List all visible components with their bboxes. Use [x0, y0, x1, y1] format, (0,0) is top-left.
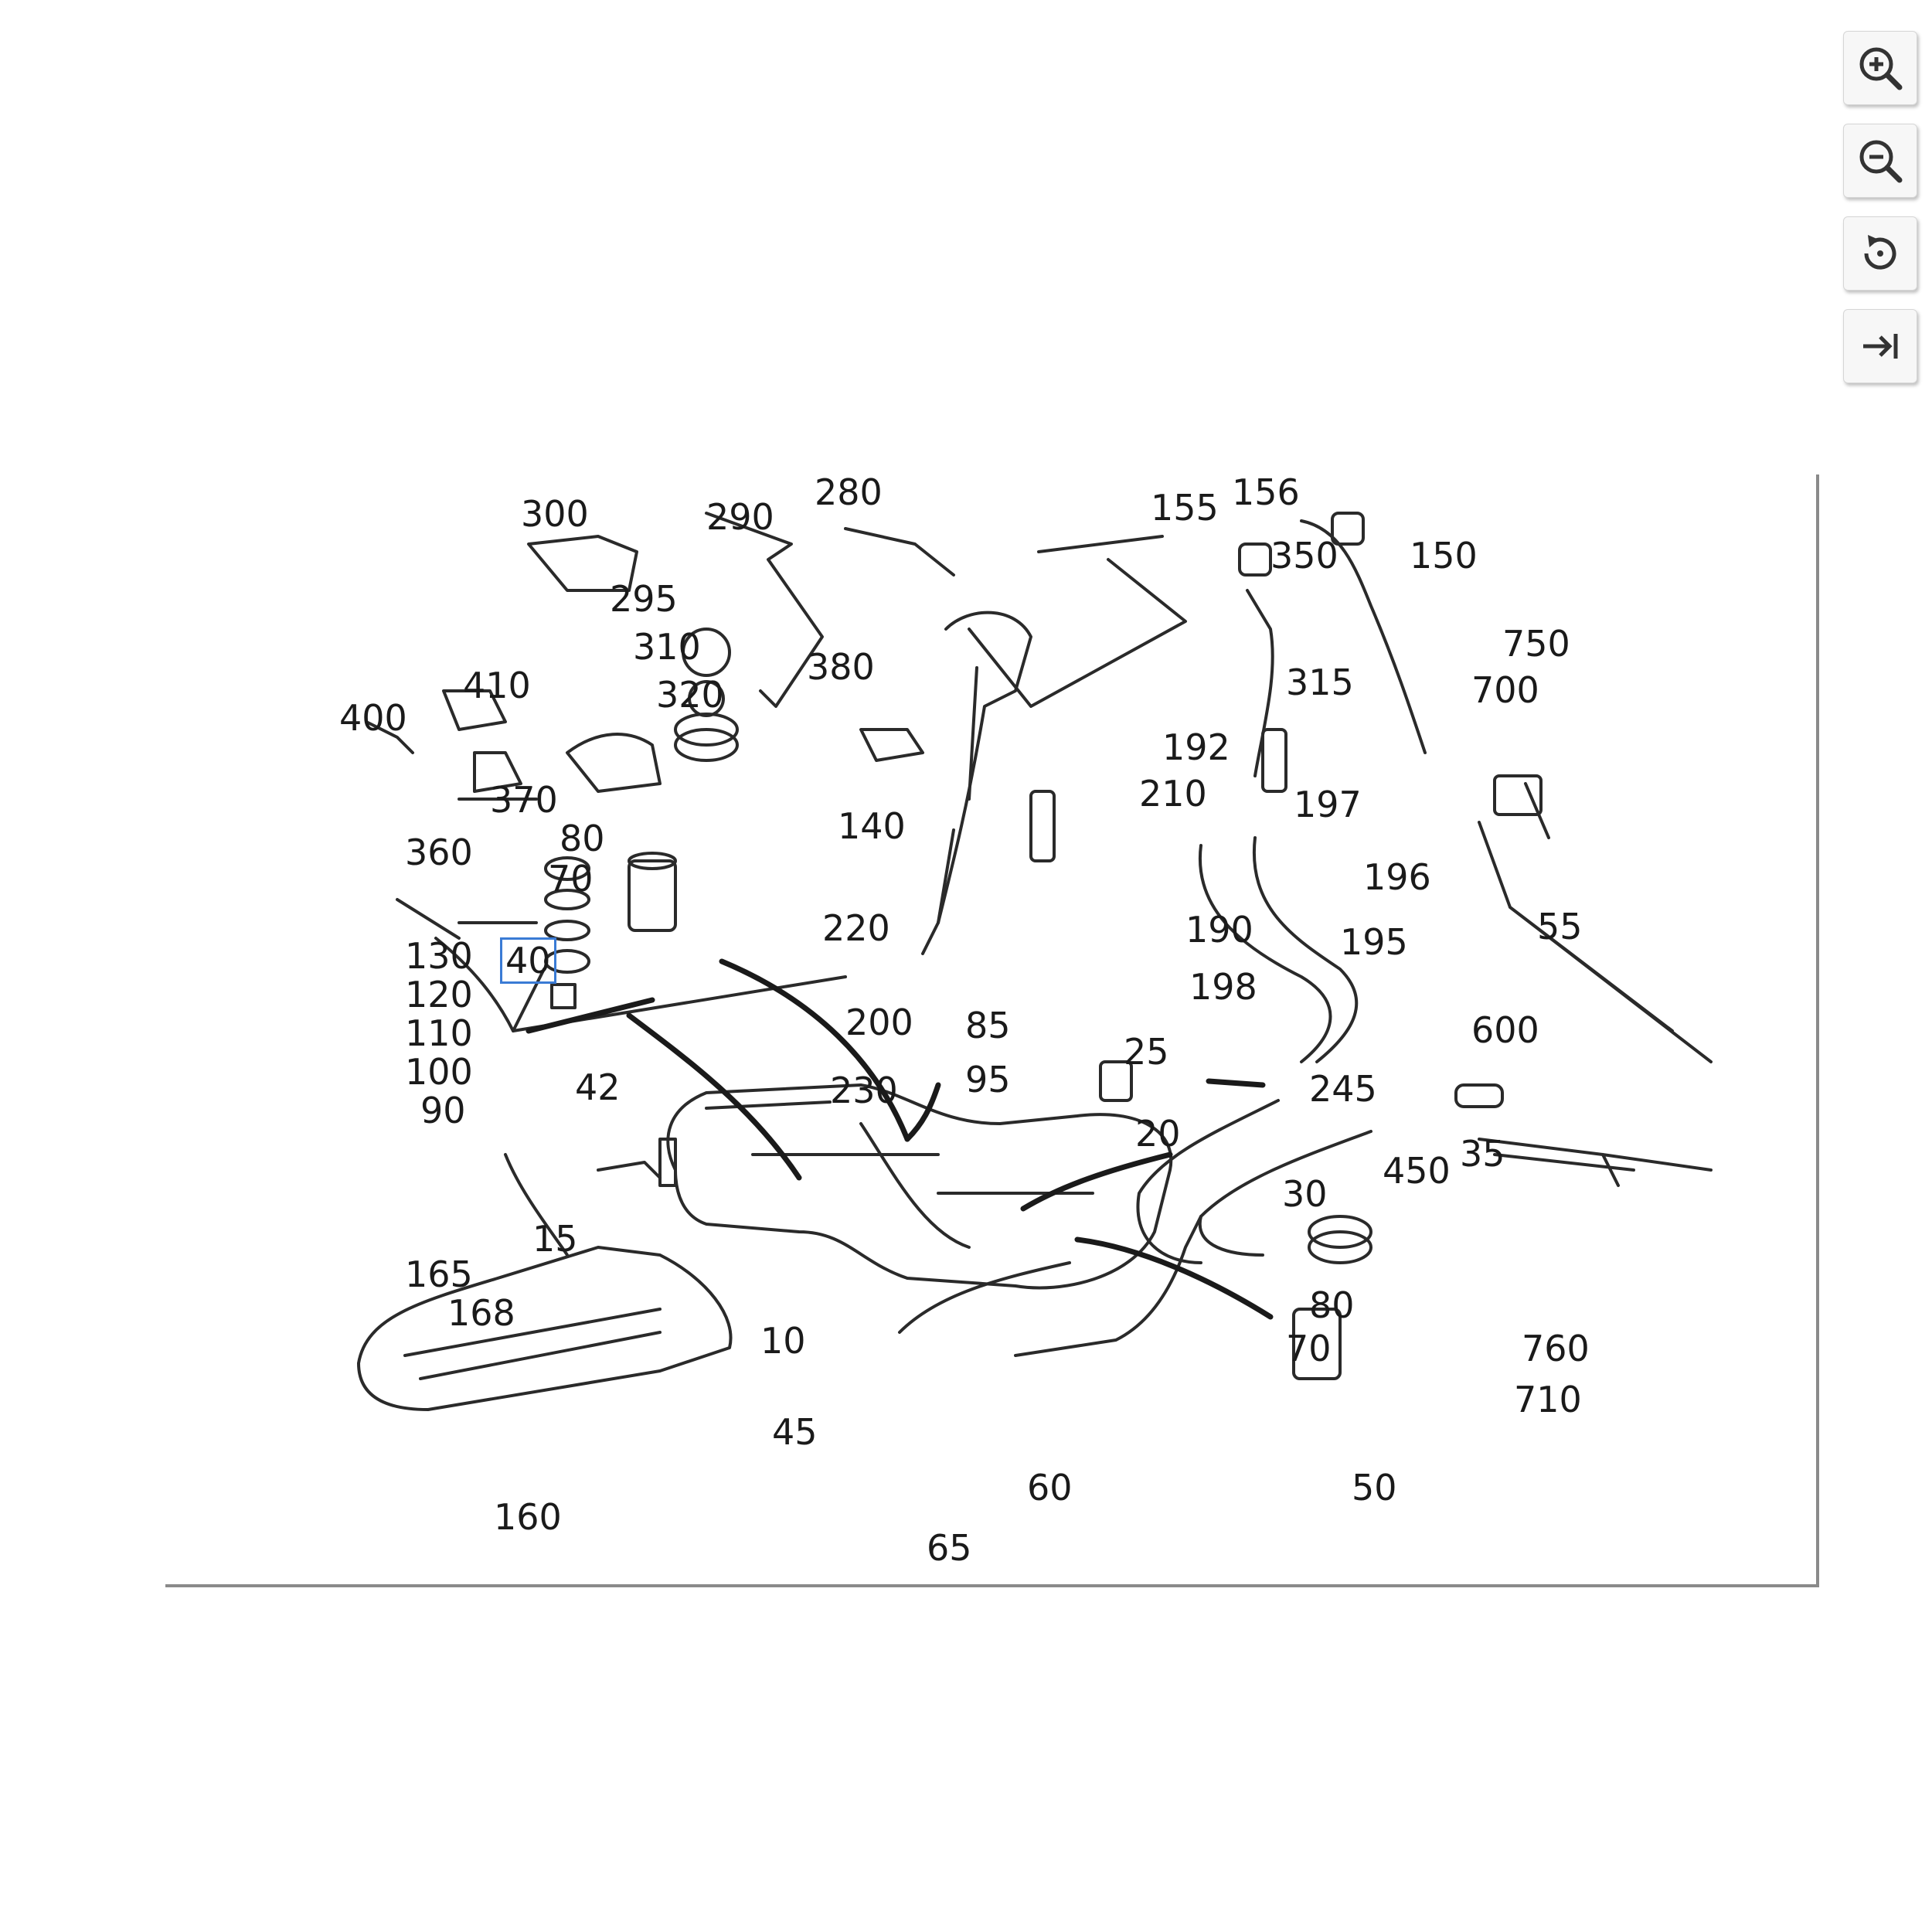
hose-315-drawing [1246, 589, 1274, 777]
part-label-700[interactable]: 700 [1471, 669, 1539, 711]
zoom-out-icon [1859, 140, 1903, 183]
part-label-15[interactable]: 15 [532, 1218, 578, 1260]
part-label-20[interactable]: 20 [1135, 1113, 1181, 1155]
part-label-380[interactable]: 380 [807, 646, 875, 688]
part-label-168[interactable]: 168 [447, 1292, 515, 1334]
part-label-42[interactable]: 42 [575, 1066, 621, 1108]
diagram-toolbar [1843, 31, 1923, 402]
sender-55-drawing [1478, 782, 1713, 1063]
part-label-710[interactable]: 710 [1514, 1379, 1582, 1420]
part-label-197[interactable]: 197 [1294, 784, 1362, 825]
part-label-245[interactable]: 245 [1309, 1068, 1377, 1110]
part-label-130[interactable]: 130 [405, 935, 473, 977]
part-label-295[interactable]: 295 [610, 578, 678, 620]
part-label-110[interactable]: 110 [405, 1012, 473, 1054]
harness-600-drawing [1478, 1138, 1713, 1187]
part-label-192[interactable]: 192 [1162, 726, 1230, 768]
part-label-410[interactable]: 410 [463, 665, 531, 706]
part-label-315[interactable]: 315 [1286, 662, 1354, 703]
part-label-450[interactable]: 450 [1383, 1150, 1451, 1192]
part-label-230[interactable]: 230 [830, 1070, 898, 1111]
part-label-165[interactable]: 165 [405, 1253, 473, 1295]
part-label-150[interactable]: 150 [1410, 535, 1478, 577]
part-label-198[interactable]: 198 [1189, 966, 1257, 1008]
pump-40-drawing [628, 859, 677, 932]
part-label-320[interactable]: 320 [656, 674, 724, 716]
part-label-160[interactable]: 160 [494, 1496, 562, 1538]
fuel-tank-drawing [666, 1083, 1173, 1290]
part-label-85[interactable]: 85 [965, 1005, 1011, 1046]
part-label-95[interactable]: 95 [965, 1059, 1011, 1100]
part-label-70b[interactable]: 70 [1286, 1328, 1332, 1369]
part-label-190[interactable]: 190 [1185, 909, 1253, 951]
part-label-140[interactable]: 140 [838, 805, 906, 847]
part-label-45[interactable]: 45 [772, 1411, 818, 1453]
part-label-400[interactable]: 400 [339, 697, 407, 739]
collapse-panel-button[interactable] [1843, 309, 1917, 383]
part-label-350[interactable]: 350 [1270, 535, 1338, 577]
part-label-196[interactable]: 196 [1363, 856, 1431, 898]
part-label-156[interactable]: 156 [1232, 474, 1300, 513]
zoom-in-button[interactable] [1843, 31, 1917, 105]
heat-shield-drawing [357, 1246, 733, 1411]
part-label-100[interactable]: 100 [405, 1051, 473, 1093]
part-label-750[interactable]: 750 [1502, 623, 1570, 665]
part-label-210[interactable]: 210 [1139, 773, 1207, 815]
part-label-80b[interactable]: 80 [1309, 1284, 1355, 1326]
part-label-280[interactable]: 280 [815, 474, 883, 513]
part-label-200[interactable]: 200 [845, 1002, 913, 1043]
hose-190-drawing [1198, 844, 1332, 1063]
part-label-65[interactable]: 65 [927, 1527, 972, 1569]
fuel-line-60-drawing [1014, 1215, 1202, 1357]
part-label-70a[interactable]: 70 [548, 858, 594, 900]
arrow-to-right-icon [1863, 334, 1898, 359]
part-label-60[interactable]: 60 [1027, 1467, 1073, 1509]
zoom-in-icon [1859, 47, 1903, 90]
part-label-360[interactable]: 360 [405, 832, 473, 873]
part-label-300[interactable]: 300 [521, 493, 589, 535]
part-label-195[interactable]: 195 [1340, 921, 1408, 963]
reset-view-button[interactable] [1843, 216, 1917, 291]
zoom-out-button[interactable] [1843, 124, 1917, 198]
part-label-155[interactable]: 155 [1151, 487, 1219, 529]
part-label-25[interactable]: 25 [1124, 1031, 1169, 1073]
part-label-50[interactable]: 50 [1352, 1467, 1397, 1509]
part-label-35[interactable]: 35 [1460, 1133, 1505, 1175]
part-label-220[interactable]: 220 [822, 907, 890, 949]
part-label-760[interactable]: 760 [1522, 1328, 1590, 1369]
part-label-80a[interactable]: 80 [560, 818, 605, 859]
part-label-10[interactable]: 10 [760, 1320, 806, 1362]
part-label-600[interactable]: 600 [1471, 1009, 1539, 1051]
part-label-55[interactable]: 55 [1537, 906, 1583, 947]
part-label-370[interactable]: 370 [490, 779, 558, 821]
part-label-290[interactable]: 290 [706, 496, 774, 538]
filler-neck-drawing [921, 611, 1032, 955]
fuel-system-exploded-view [357, 512, 1713, 1411]
part-label-310[interactable]: 310 [633, 626, 701, 668]
pump-50-drawing [1292, 1308, 1342, 1380]
part-label-90[interactable]: 90 [420, 1090, 466, 1131]
part-label-120[interactable]: 120 [405, 974, 473, 1015]
part-label-30[interactable]: 30 [1282, 1173, 1328, 1215]
rotate-reset-icon [1864, 235, 1896, 270]
part-label-40[interactable]: 40 [500, 937, 556, 984]
